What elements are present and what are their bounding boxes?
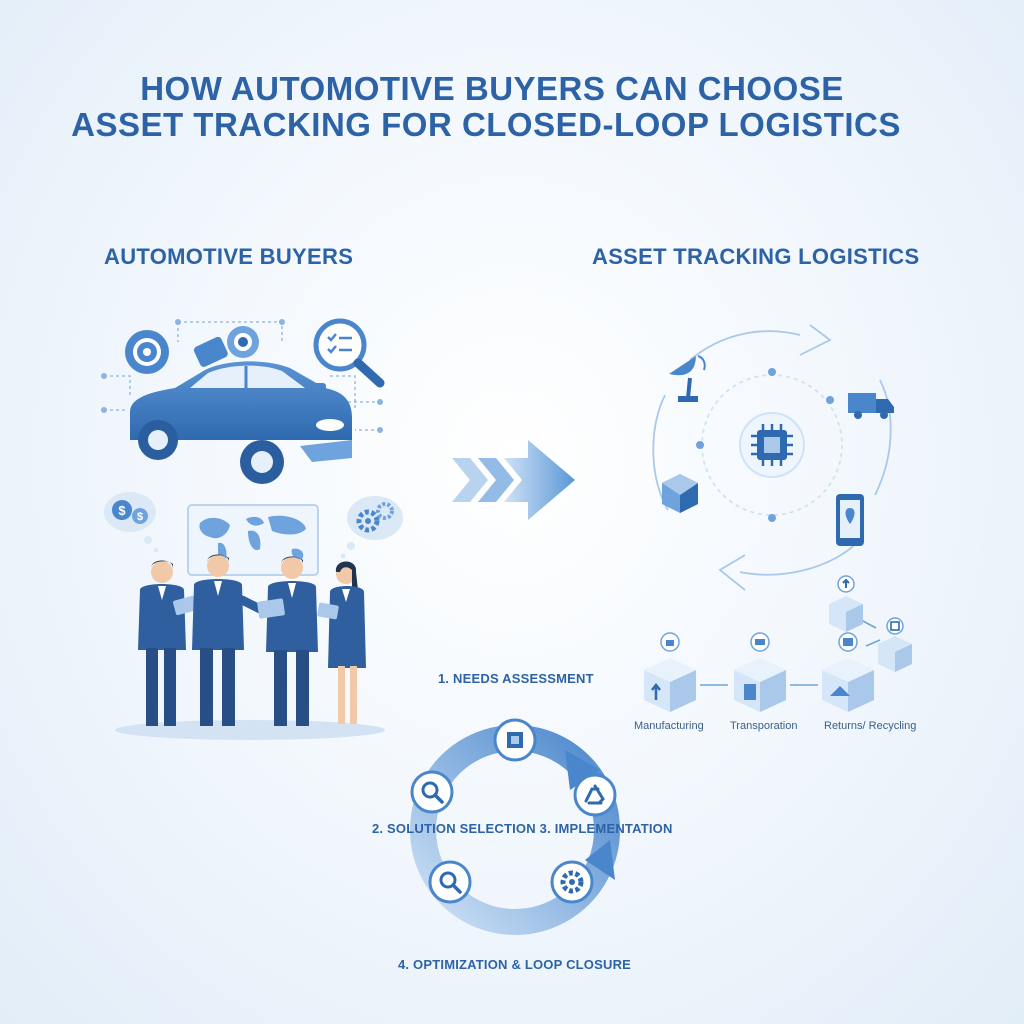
stage-transport: Transporation [730,720,798,732]
right-heading: ASSET TRACKING LOGISTICS [592,244,920,269]
box-returns [822,632,874,712]
delivery-truck-icon [848,393,894,419]
svg-text:$: $ [118,503,126,518]
wheel-icon [125,330,169,374]
gears-icon [340,496,403,559]
person-2 [192,554,267,726]
team-shadow [115,720,385,740]
satellite-dish-icon [669,355,706,402]
checklist-search-icon [313,318,385,388]
svg-text:$: $ [137,511,143,523]
gear-icon [550,860,594,904]
magnifier-icon [410,770,454,814]
person-3 [257,556,318,726]
person-4 [317,561,366,724]
page-title-line-1: HOW AUTOMOTIVE BUYERS CAN CHOOSE [140,70,844,107]
chevron-arrow-icon [452,440,575,520]
microchip-small-icon [493,718,537,762]
recycle-icon [573,773,617,817]
business-team-icon [138,554,366,726]
step-optimization: 4. OPTIMIZATION & LOOP CLOSURE [398,957,632,972]
stage-returns: Returns/ Recycling [824,720,917,732]
step-needs-assessment: 1. NEEDS ASSESSMENT [438,671,594,686]
microchip-icon [739,412,805,478]
smartphone-map-icon [836,494,864,546]
stage-manufacturing: Manufacturing [634,720,704,732]
box-manufacturing [644,632,696,712]
box-upper [829,575,863,632]
package-box-icon [662,474,698,513]
person-1 [138,560,198,726]
magnifier-lower-icon [428,860,472,904]
dollar-coins-icon: $ $ [104,492,159,553]
step-selection-implementation: 2. SOLUTION SELECTION 3. IMPLEMENTATION [372,821,673,836]
box-side [878,617,912,672]
left-heading: AUTOMOTIVE BUYERS [104,244,354,269]
car-icon [130,361,352,484]
camera-part-icon [193,326,259,367]
box-transport [734,632,786,712]
page-title-line-2: ASSET TRACKING FOR CLOSED-LOOP LOGISTICS [71,106,901,143]
